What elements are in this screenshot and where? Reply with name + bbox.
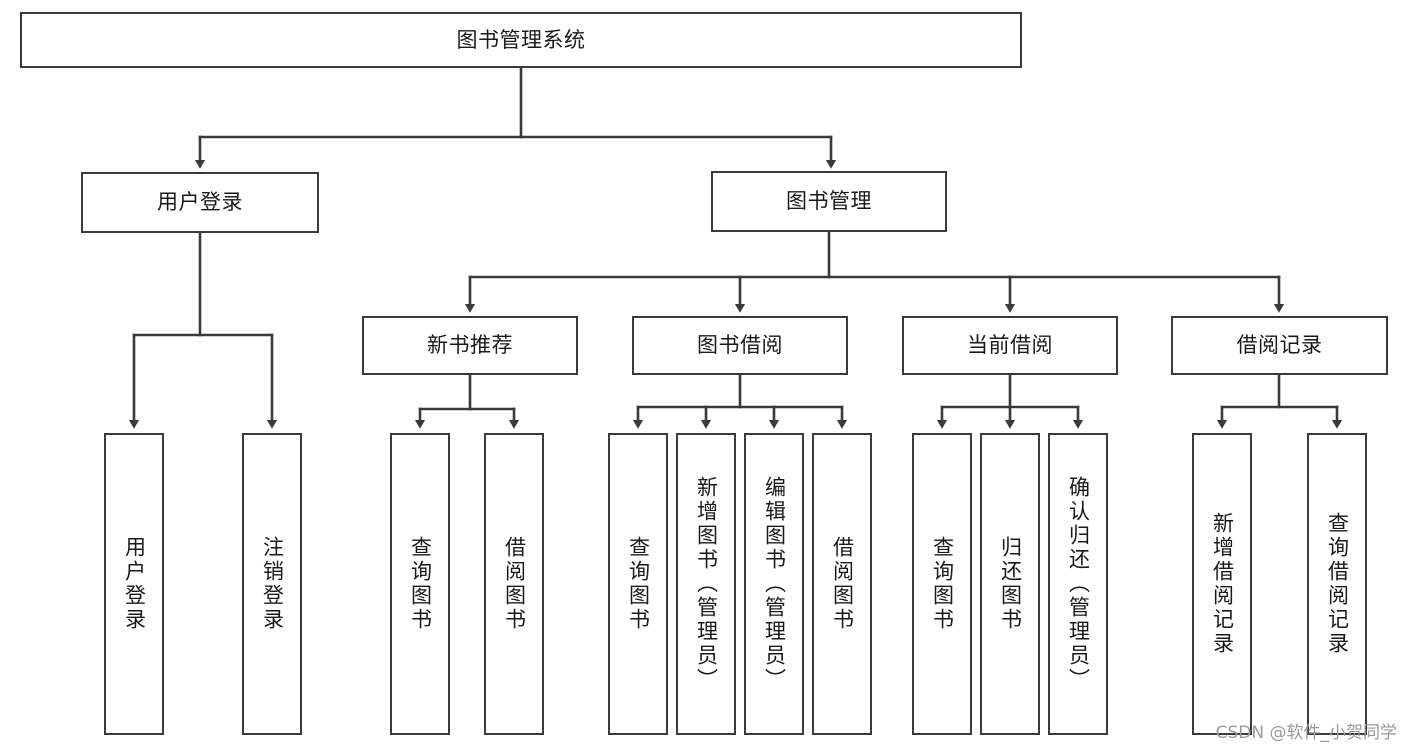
node-leaf-query-book-3-label: 查询图书 (930, 536, 955, 632)
watermark: CSDN @软件_小贺同学 (1215, 723, 1397, 743)
node-borrow-record[interactable]: 借阅记录 (1171, 316, 1388, 375)
node-leaf-query-book-1-label: 查询图书 (408, 536, 433, 632)
node-leaf-logout-label: 注销登录 (260, 536, 285, 632)
node-leaf-query-book-3[interactable]: 查询图书 (912, 433, 972, 735)
node-leaf-edit-book[interactable]: 编辑图书（管理员） (744, 433, 804, 735)
node-leaf-query-book-2[interactable]: 查询图书 (608, 433, 668, 735)
node-leaf-borrow-book-1[interactable]: 借阅图书 (484, 433, 544, 735)
node-leaf-query-book-1[interactable]: 查询图书 (390, 433, 450, 735)
node-current-borrow[interactable]: 当前借阅 (902, 316, 1118, 375)
node-new-book-rec[interactable]: 新书推荐 (362, 316, 578, 375)
node-leaf-add-book-label: 新增图书（管理员） (694, 476, 719, 692)
node-book-borrow-label: 图书借阅 (697, 333, 783, 358)
node-leaf-edit-book-label: 编辑图书（管理员） (762, 476, 787, 692)
node-leaf-query-book-2-label: 查询图书 (626, 536, 651, 632)
node-leaf-query-record-label: 查询借阅记录 (1325, 512, 1350, 656)
node-leaf-confirm-return-label: 确认归还（管理员） (1066, 476, 1091, 692)
node-borrow-record-label: 借阅记录 (1236, 333, 1323, 358)
node-leaf-user-login[interactable]: 用户登录 (104, 433, 164, 735)
node-leaf-query-record[interactable]: 查询借阅记录 (1307, 433, 1367, 735)
node-leaf-borrow-book-2-label: 借阅图书 (830, 536, 855, 632)
node-leaf-add-record-label: 新增借阅记录 (1210, 512, 1235, 656)
node-leaf-add-book[interactable]: 新增图书（管理员） (676, 433, 736, 735)
node-book-manage-label: 图书管理 (786, 189, 872, 214)
node-book-manage[interactable]: 图书管理 (711, 171, 947, 232)
node-current-borrow-label: 当前借阅 (967, 333, 1053, 358)
node-leaf-confirm-return[interactable]: 确认归还（管理员） (1048, 433, 1108, 735)
node-user-login-label: 用户登录 (157, 190, 243, 215)
node-book-borrow[interactable]: 图书借阅 (632, 316, 848, 375)
node-leaf-return-book-label: 归还图书 (998, 536, 1023, 632)
node-root[interactable]: 图书管理系统 (20, 12, 1022, 68)
node-user-login[interactable]: 用户登录 (81, 172, 319, 233)
node-leaf-return-book[interactable]: 归还图书 (980, 433, 1040, 735)
node-root-label: 图书管理系统 (456, 27, 586, 52)
node-leaf-user-login-label: 用户登录 (122, 536, 147, 632)
node-leaf-add-record[interactable]: 新增借阅记录 (1192, 433, 1252, 735)
node-leaf-borrow-book-2[interactable]: 借阅图书 (812, 433, 872, 735)
node-new-book-rec-label: 新书推荐 (427, 333, 513, 358)
node-leaf-logout[interactable]: 注销登录 (242, 433, 302, 735)
node-leaf-borrow-book-1-label: 借阅图书 (502, 536, 527, 632)
